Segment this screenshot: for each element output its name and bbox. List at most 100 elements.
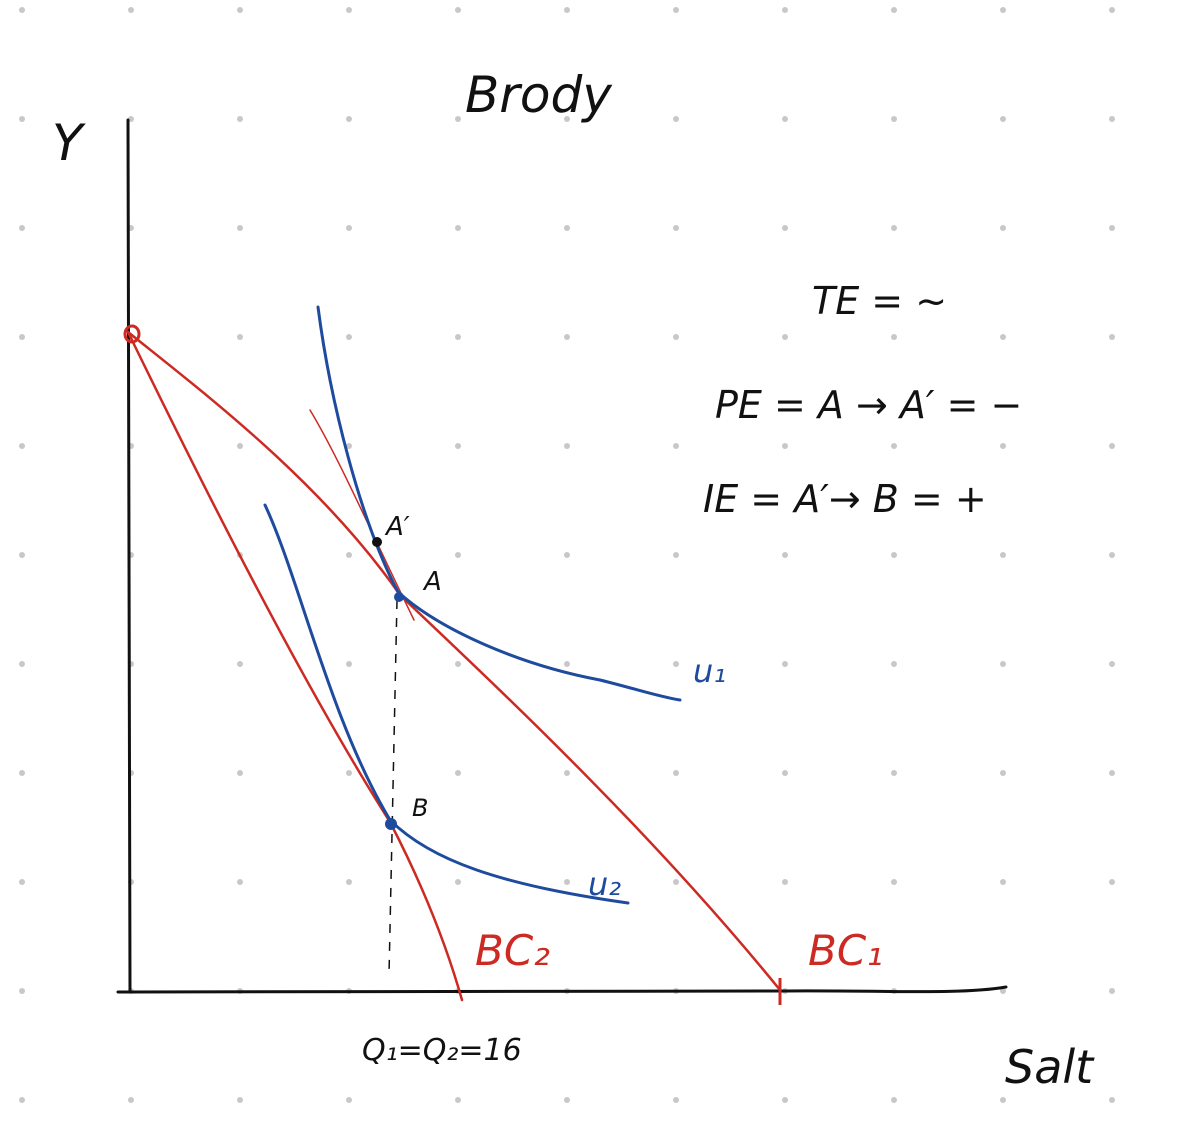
- budget-bc1-label: BC₁: [808, 926, 883, 975]
- budget-bc2-label: BC₂: [475, 926, 550, 975]
- grid-dot: [455, 552, 461, 558]
- point-b-dot: [385, 818, 397, 830]
- budget-line-bc2: [126, 330, 464, 1002]
- grid-dot: [564, 770, 570, 776]
- grid-dot: [455, 1097, 461, 1103]
- grid-dot: [19, 552, 25, 558]
- grid-dot: [237, 1097, 243, 1103]
- grid-dot: [19, 225, 25, 231]
- grid-dot: [455, 116, 461, 122]
- grid-dot: [673, 116, 679, 122]
- grid-dot: [455, 879, 461, 885]
- grid-dot: [1000, 443, 1006, 449]
- grid-dot: [891, 661, 897, 667]
- grid-dot: [237, 661, 243, 667]
- grid-dot: [346, 334, 352, 340]
- point-a-prime-label: A′: [384, 512, 410, 542]
- grid-dot: [1109, 116, 1115, 122]
- dot-grid: [19, 7, 1115, 1103]
- grid-dot: [346, 661, 352, 667]
- grid-dot: [564, 225, 570, 231]
- grid-dot: [19, 1097, 25, 1103]
- grid-dot: [891, 879, 897, 885]
- grid-dot: [1109, 879, 1115, 885]
- income-effect-label: IE = A′→ B = +: [703, 477, 987, 521]
- grid-dot: [346, 225, 352, 231]
- total-effect-label: TE = ~: [812, 279, 947, 323]
- grid-dot: [455, 661, 461, 667]
- point-a-prime-dot: [372, 537, 382, 547]
- grid-dot: [782, 116, 788, 122]
- y-axis: [126, 118, 132, 992]
- grid-dot: [19, 116, 25, 122]
- curve-u1-label: u₁: [693, 652, 726, 690]
- grid-dot: [673, 443, 679, 449]
- grid-dot: [1109, 552, 1115, 558]
- grid-dot: [564, 7, 570, 13]
- grid-dot: [673, 770, 679, 776]
- grid-dot: [237, 770, 243, 776]
- grid-dot: [455, 7, 461, 13]
- grid-dot: [1109, 770, 1115, 776]
- grid-dot: [346, 552, 352, 558]
- point-a-label: A: [422, 567, 442, 597]
- budget-line-bc1: [126, 330, 782, 992]
- grid-dot: [1000, 225, 1006, 231]
- grid-dot: [564, 443, 570, 449]
- grid-dot: [237, 7, 243, 13]
- grid-dot: [891, 770, 897, 776]
- quantity-label: Q₁=Q₂=16: [362, 1033, 522, 1068]
- grid-dot: [455, 770, 461, 776]
- grid-dot: [782, 661, 788, 667]
- grid-dot: [1000, 879, 1006, 885]
- grid-dot: [455, 334, 461, 340]
- grid-dot: [19, 7, 25, 13]
- grid-dot: [346, 7, 352, 13]
- grid-dot: [564, 334, 570, 340]
- grid-dot: [346, 116, 352, 122]
- grid-dot: [19, 770, 25, 776]
- grid-dot: [564, 552, 570, 558]
- grid-dot: [19, 334, 25, 340]
- grid-dot: [19, 988, 25, 994]
- grid-dot: [237, 116, 243, 122]
- grid-dot: [1109, 334, 1115, 340]
- grid-dot: [19, 443, 25, 449]
- grid-dot: [782, 770, 788, 776]
- grid-dot: [782, 879, 788, 885]
- grid-dot: [891, 443, 897, 449]
- grid-dot: [564, 879, 570, 885]
- grid-dot: [782, 552, 788, 558]
- point-b-label: B: [412, 794, 428, 822]
- grid-dot: [782, 334, 788, 340]
- grid-dot: [1000, 552, 1006, 558]
- grid-dot: [673, 879, 679, 885]
- grid-dot: [782, 443, 788, 449]
- grid-dot: [1109, 988, 1115, 994]
- price-effect-label: PE = A → A′ = −: [715, 383, 1022, 427]
- grid-dot: [1000, 1097, 1006, 1103]
- grid-dot: [891, 225, 897, 231]
- grid-dot: [1109, 661, 1115, 667]
- grid-dot: [891, 334, 897, 340]
- grid-dot: [128, 7, 134, 13]
- grid-dot: [1000, 661, 1006, 667]
- grid-dot: [455, 443, 461, 449]
- tangent-line-through-a-prime: [309, 409, 415, 621]
- grid-dot: [891, 116, 897, 122]
- grid-dot: [1000, 7, 1006, 13]
- grid-dot: [673, 661, 679, 667]
- grid-dot: [237, 443, 243, 449]
- quantity-guide-dashed: [388, 599, 398, 976]
- grid-dot: [673, 225, 679, 231]
- grid-dot: [237, 879, 243, 885]
- grid-dot: [1109, 7, 1115, 13]
- y-axis-label: Y: [52, 114, 86, 172]
- grid-dot: [891, 1097, 897, 1103]
- grid-dot: [237, 225, 243, 231]
- grid-dot: [891, 7, 897, 13]
- grid-dot: [346, 443, 352, 449]
- grid-dot: [1000, 770, 1006, 776]
- grid-dot: [19, 879, 25, 885]
